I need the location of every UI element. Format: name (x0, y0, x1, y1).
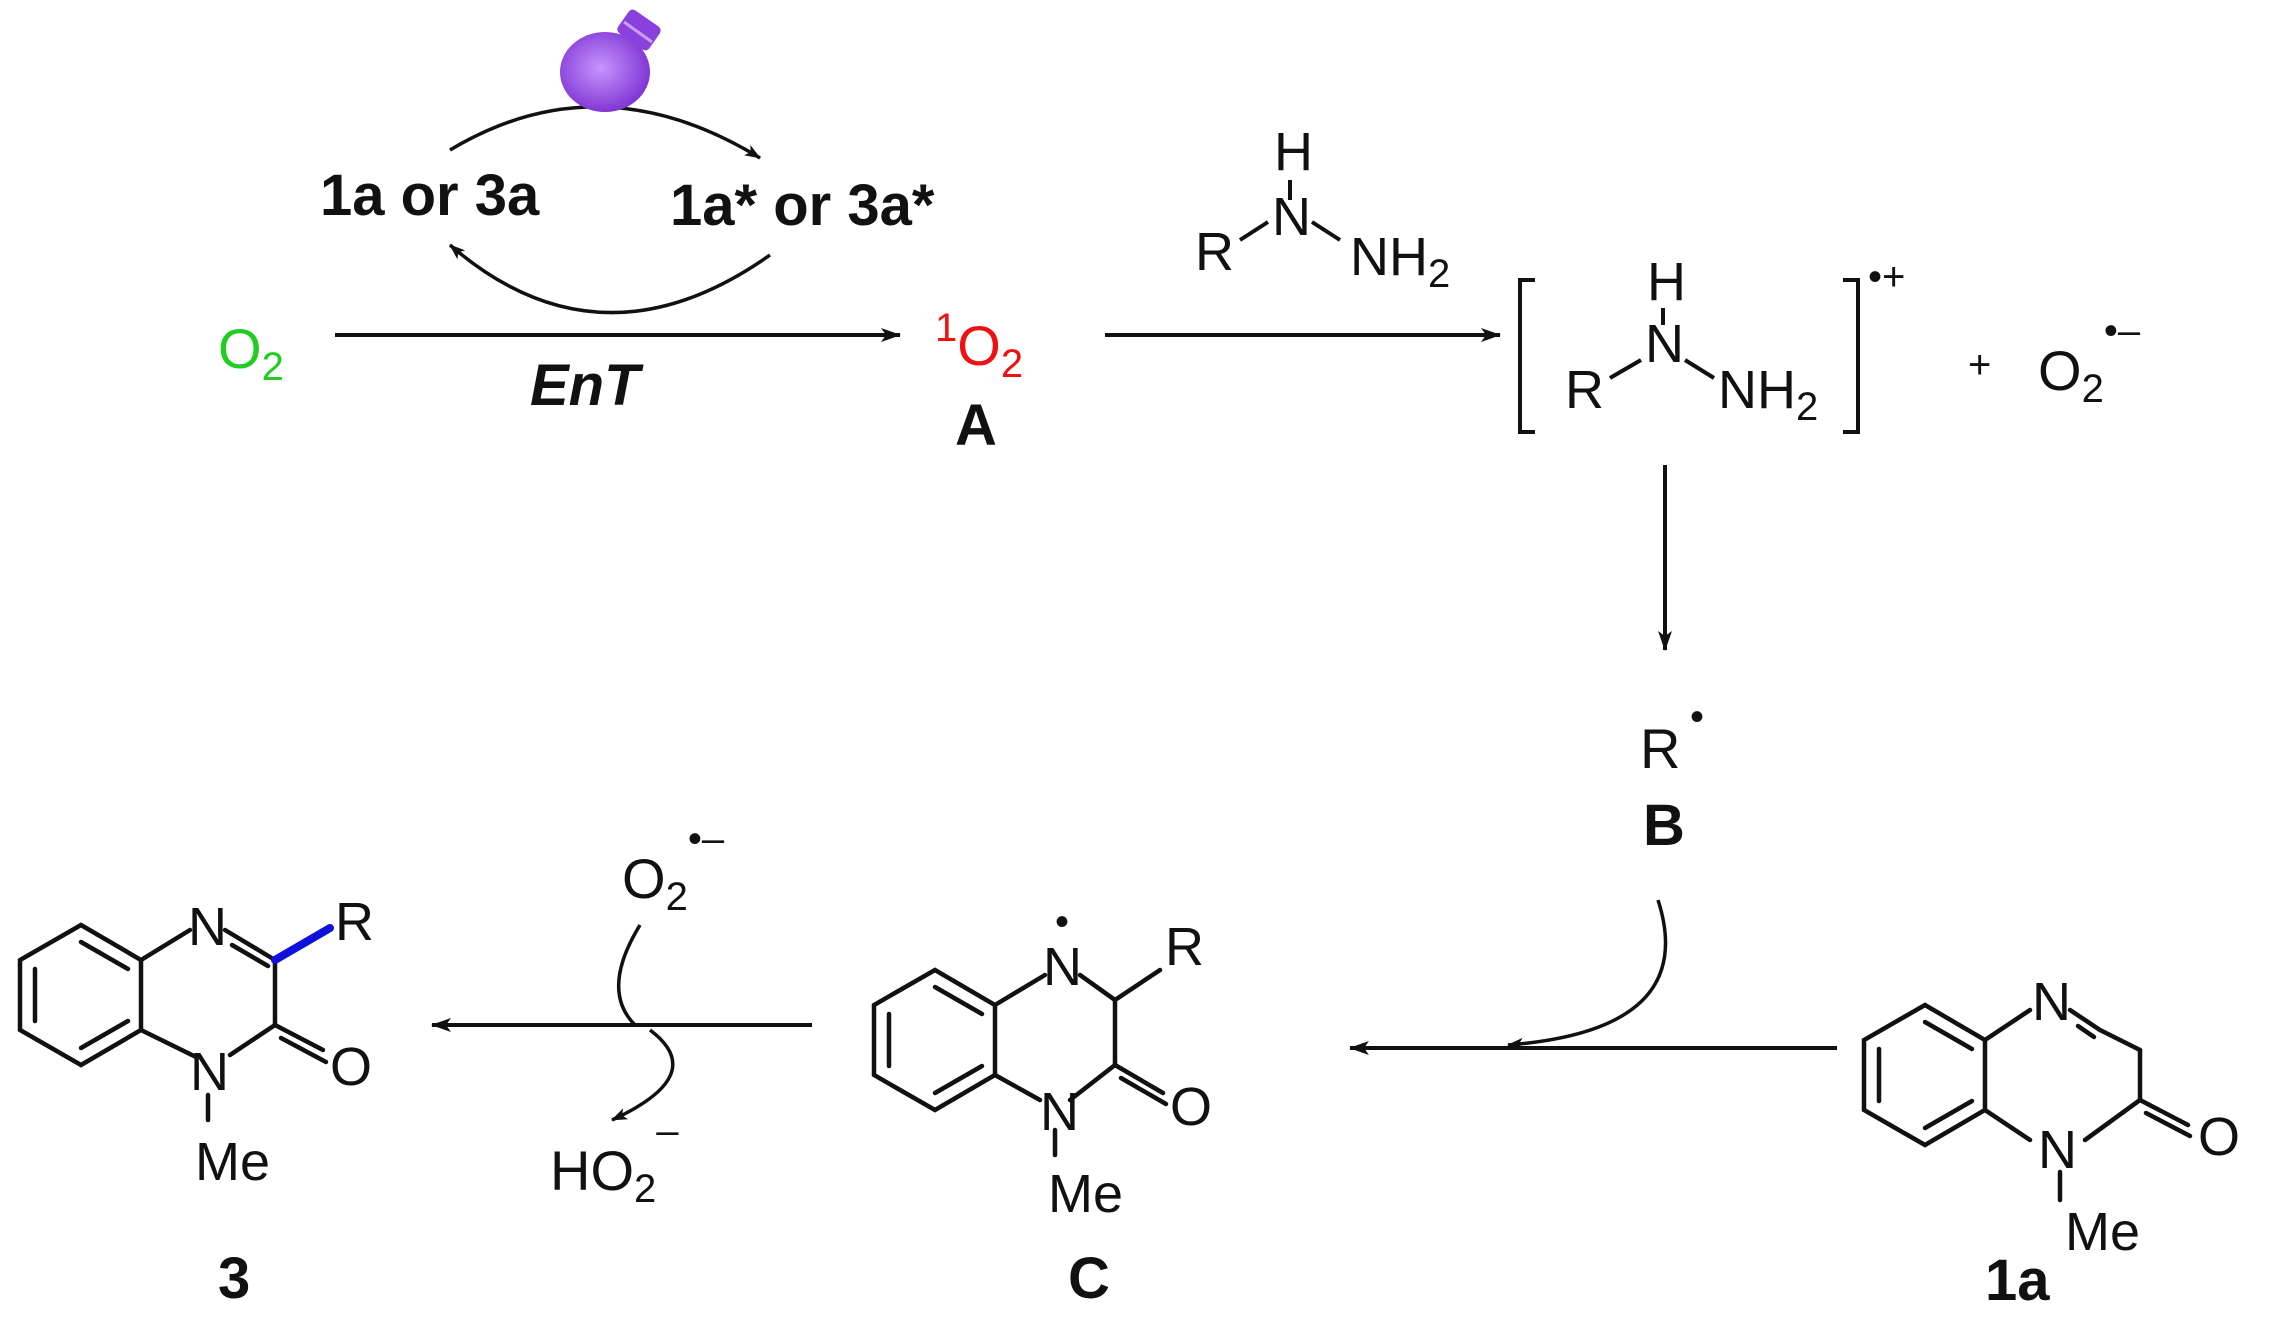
product-3-structure: N R N O Me 3 (17, 892, 374, 1311)
product-3-o: O (330, 1037, 372, 1097)
substrate-1a-n-top: N (2032, 972, 2071, 1032)
substrate-1a-n-bottom: N (2038, 1120, 2077, 1180)
intermediate-C-structure: • N R N O Me C (871, 900, 1212, 1311)
hydrazine-h: H (1274, 122, 1313, 182)
radical-cation-charge: •+ (1868, 255, 1905, 299)
singlet-oxygen: 1O2 (935, 306, 1023, 386)
substrate-1a-me: Me (2065, 1202, 2140, 1262)
product-3-me: Me (195, 1132, 270, 1192)
excitation-arc-arrow (449, 105, 761, 160)
radical-cation-r: R (1565, 360, 1604, 420)
energy-transfer-step: O2 EnT 1O2 A (218, 306, 1023, 458)
compound-label-C: C (1068, 1246, 1110, 1311)
superoxide-product: O2•– (2038, 309, 2141, 411)
product-3-n-top: N (188, 897, 227, 957)
new-c-c-bond (271, 924, 334, 964)
intermediate-C-radical-dot: • (1055, 900, 1069, 944)
substrate-1a-structure: N N O Me 1a (1861, 972, 2240, 1313)
product-3-n-bottom: N (190, 1042, 229, 1102)
ground-state-oxygen: O2 (218, 317, 284, 389)
radical-B-dot: • (1690, 695, 1704, 739)
hydrazine-nh2: NH2 (1350, 227, 1450, 296)
compound-label-1a: 1a (1985, 1248, 2050, 1313)
cycle-ground-state-label: 1a or 3a (320, 163, 540, 228)
radical-cation-n: N (1645, 314, 1684, 374)
cycle-excited-state-label: 1a* or 3a* (670, 173, 935, 238)
radical-attack-curved-arrow (1507, 899, 1668, 1050)
hydroperoxide-byproduct: HO2– (550, 1109, 679, 1211)
light-bulb-icon (560, 9, 661, 112)
radical-cation-nh2: NH2 (1718, 360, 1818, 429)
radical-cation-h: H (1647, 252, 1686, 312)
radical-B-symbol: R (1640, 717, 1680, 780)
relaxation-arc-arrow (448, 243, 772, 315)
energy-transfer-label: EnT (530, 353, 644, 418)
hydrazine-n: N (1272, 187, 1311, 247)
hydrazine-reagent: H R N NH2 (1195, 122, 1450, 296)
hydrazine-r: R (1195, 222, 1234, 282)
superoxide-reagent: O2•– (622, 817, 725, 919)
intermediate-C-n-bottom: N (1040, 1082, 1079, 1142)
alkyl-radical-B: R • B (1640, 695, 1704, 858)
photosensitizer-cycle: 1a or 3a 1a* or 3a* (320, 9, 935, 315)
intermediate-C-me: Me (1048, 1164, 1123, 1224)
compound-label-3: 3 (218, 1246, 250, 1311)
superoxide-entry-curve (616, 924, 642, 1027)
product-3-r: R (335, 892, 374, 952)
substrate-1a-o: O (2198, 1107, 2240, 1167)
compound-label-A: A (955, 393, 997, 458)
intermediate-C-r: R (1165, 917, 1204, 977)
compound-label-B: B (1643, 793, 1685, 858)
hydroperoxide-exit-curved-arrow (611, 1028, 675, 1122)
hydrazine-radical-cation: H R N NH2 •+ (1518, 252, 1905, 434)
intermediate-C-o: O (1170, 1077, 1212, 1137)
intermediate-C-n-top: N (1043, 937, 1082, 997)
plus-sign: + (1968, 343, 1991, 387)
